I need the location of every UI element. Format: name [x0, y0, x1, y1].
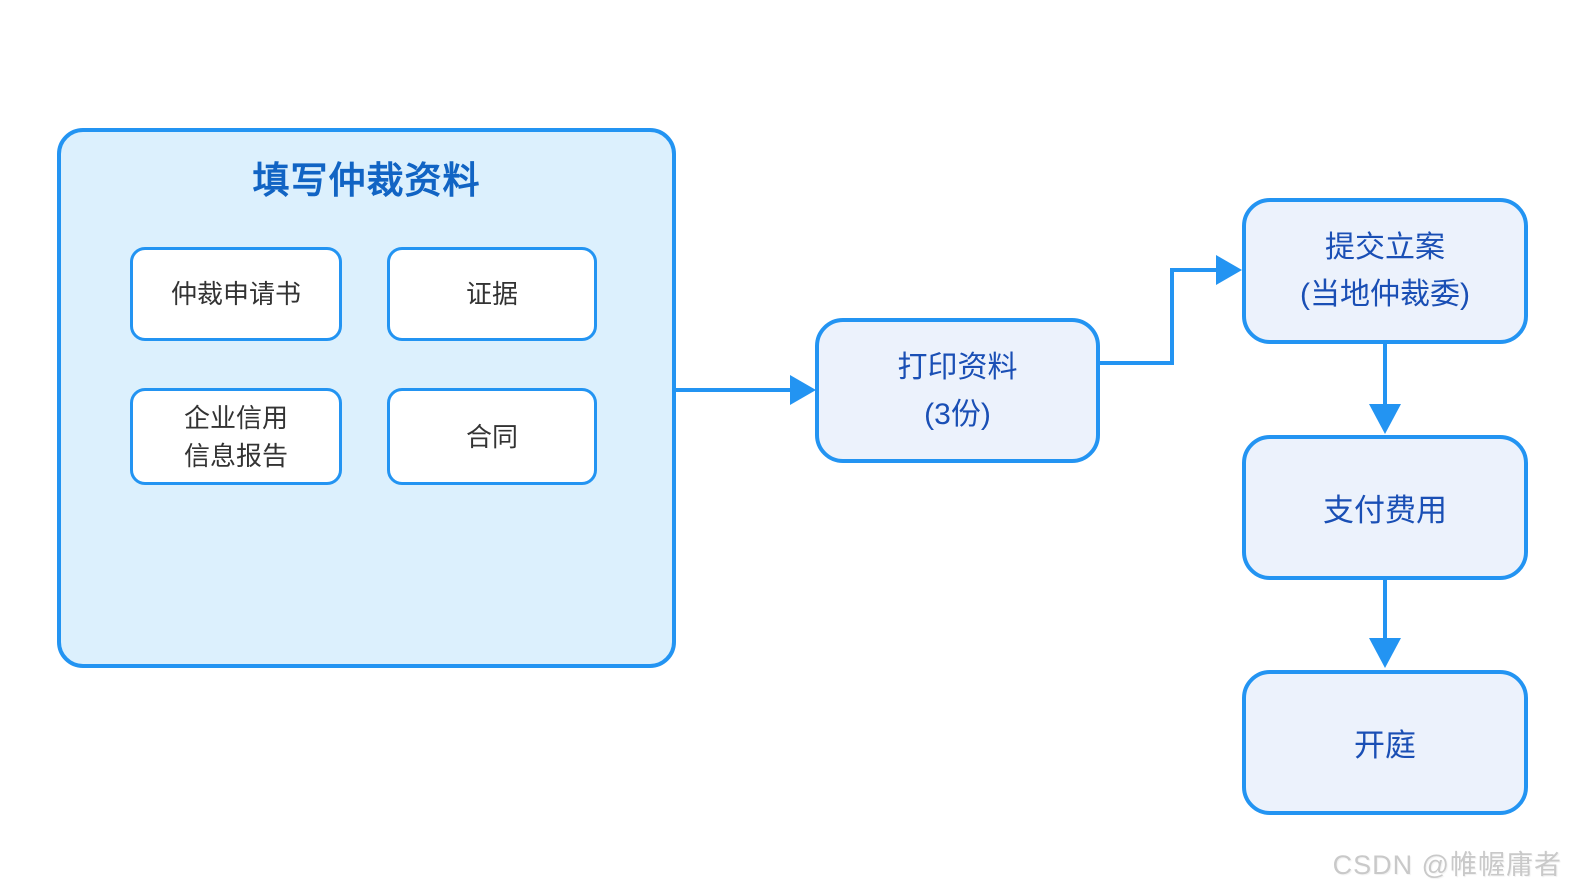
connector-print-to-submit-segment-3: [1170, 268, 1218, 272]
node-pay-fees: 支付费用: [1242, 435, 1528, 580]
group-title: 填写仲裁资料: [252, 160, 481, 201]
node-submit-filing: 提交立案 (当地仲裁委): [1242, 198, 1528, 344]
node-evidence: 证据: [387, 247, 597, 341]
connector-print-to-submit-segment-2: [1170, 268, 1174, 365]
node-hearing: 开庭: [1242, 670, 1528, 815]
node-arbitration-application: 仲裁申请书: [130, 247, 342, 341]
node-print-materials: 打印资料 (3份): [815, 318, 1100, 463]
node-contract: 合同: [387, 388, 597, 485]
connector-submit-to-pay-line: [1383, 344, 1387, 406]
node-credit-report: 企业信用 信息报告: [130, 388, 342, 485]
connector-pay-to-hearing-line: [1383, 580, 1387, 640]
arrowhead-down-icon: [1369, 638, 1401, 668]
connector-print-to-submit-segment-1: [1098, 361, 1174, 365]
arrowhead-right-icon: [1216, 255, 1242, 285]
connector-group-to-print-line: [674, 388, 792, 392]
arrowhead-right-icon: [790, 375, 816, 405]
watermark: CSDN @帷幄庸者: [1332, 850, 1562, 880]
arrowhead-down-icon: [1369, 404, 1401, 434]
